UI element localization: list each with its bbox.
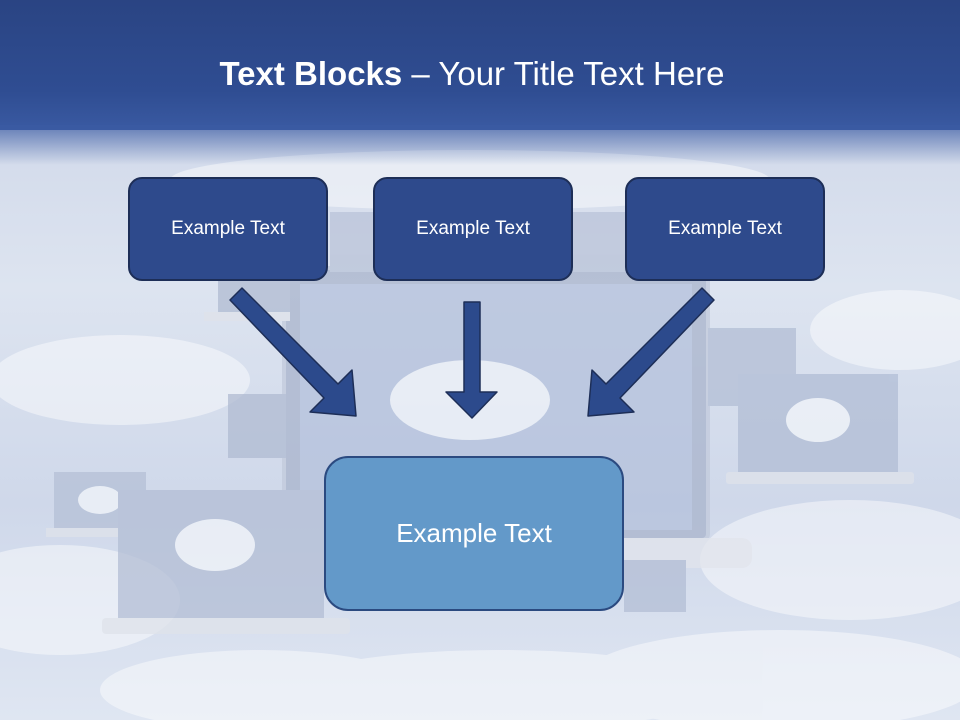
text-block-left-label: Example Text bbox=[171, 218, 285, 239]
text-block-center-label: Example Text bbox=[416, 218, 530, 239]
text-block-center[interactable]: Example Text bbox=[373, 177, 573, 281]
arrow-down-left bbox=[587, 287, 715, 417]
text-block-left[interactable]: Example Text bbox=[128, 177, 328, 281]
main-text-block[interactable]: Example Text bbox=[324, 456, 624, 611]
text-block-right-label: Example Text bbox=[668, 218, 782, 239]
text-block-right[interactable]: Example Text bbox=[625, 177, 825, 281]
main-text-block-label: Example Text bbox=[396, 518, 552, 548]
arrow-down-right bbox=[229, 287, 357, 417]
slide-title: Text Blocks – Your Title Text Here bbox=[0, 52, 944, 96]
title-banner-fade bbox=[0, 125, 960, 165]
title-banner bbox=[0, 0, 960, 130]
slide-title-rest: – Your Title Text Here bbox=[402, 55, 725, 92]
arrow-down bbox=[445, 301, 498, 419]
slide-title-bold: Text Blocks bbox=[219, 55, 403, 92]
